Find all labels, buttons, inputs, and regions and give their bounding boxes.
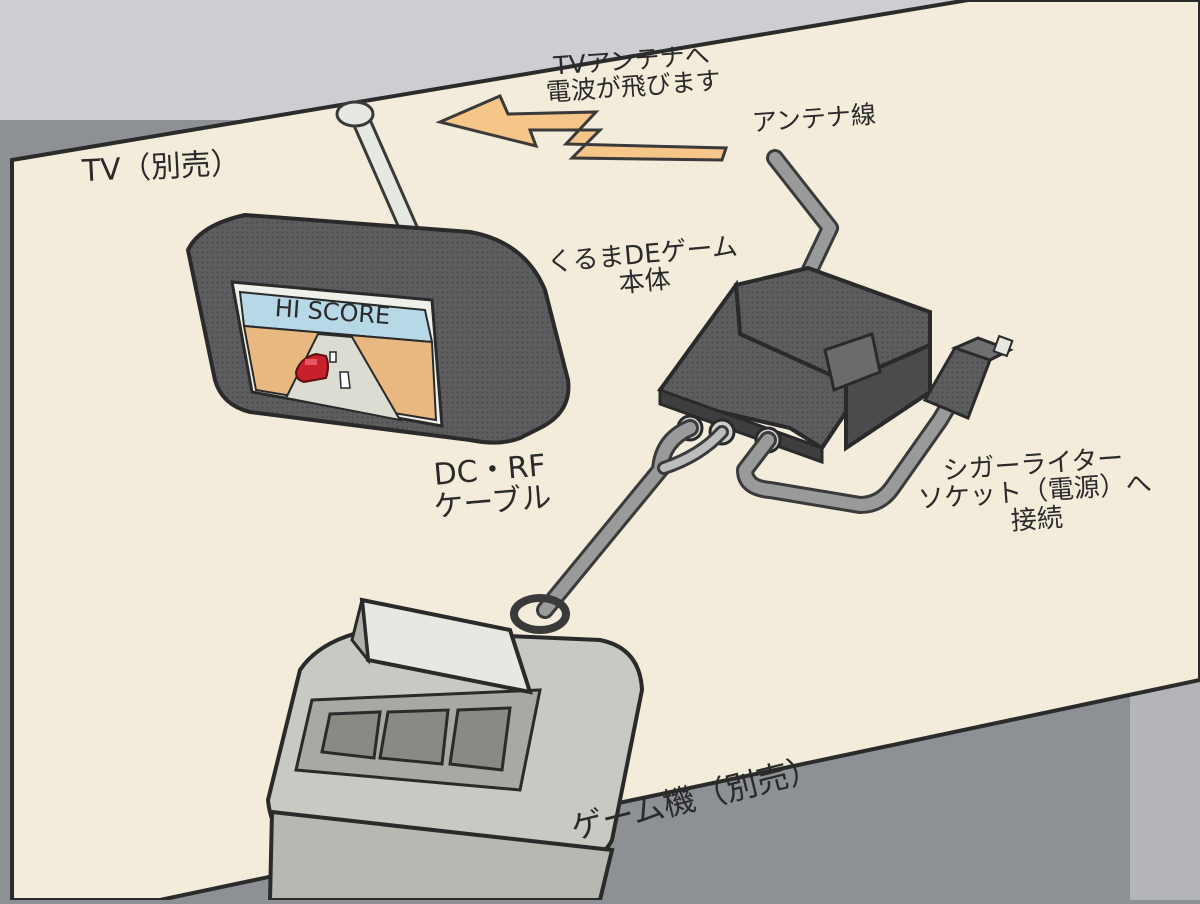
cigar-plug-icon [922,334,1014,420]
console-button-right [448,706,512,772]
dcrf-cable [510,419,729,634]
label-dcrf-cable: DC・RF ケーブル [429,448,553,524]
game-console-icon [265,597,645,902]
power-cable [736,391,961,514]
adapter-switch [823,332,882,393]
label-tv: TV（別売） [81,145,242,190]
console-button-left [320,710,382,760]
antenna-wire [766,149,839,279]
car-icon [294,352,329,384]
lightning-arrow-icon [435,94,729,162]
console-button-center [378,708,450,766]
adapter-box-icon [656,265,932,465]
portable-tv-icon: HI SCORE [185,100,571,445]
label-cigar-socket: シガーライター ソケット（電源）へ 接続 [915,444,1154,542]
